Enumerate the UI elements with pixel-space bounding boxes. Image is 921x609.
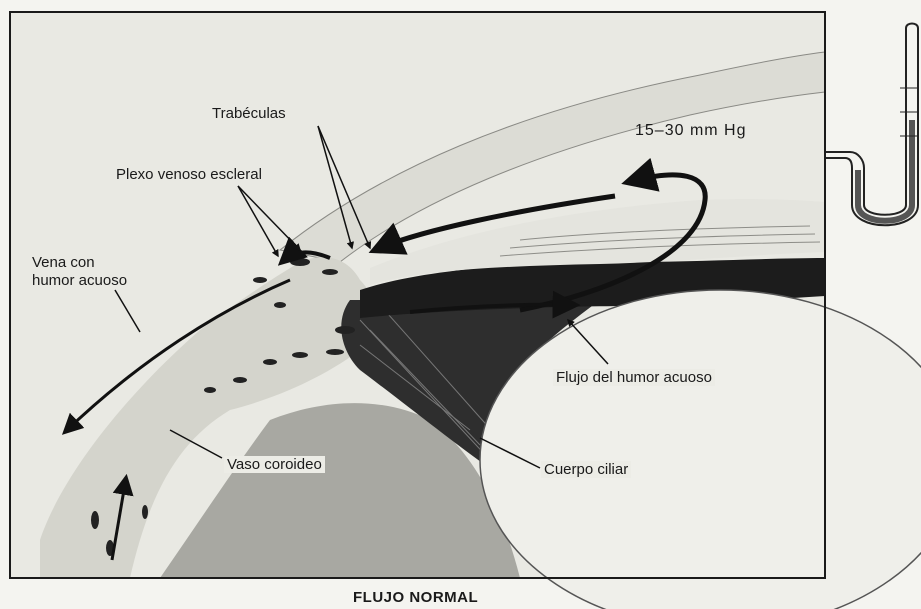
pressure-label: 15–30 mm Hg [635, 123, 747, 139]
figure-caption: FLUJO NORMAL [353, 590, 478, 605]
vaso-coroideo-label: Vaso coroideo [224, 456, 325, 473]
trabeculas-label: Trabéculas [212, 106, 286, 121]
manometer [825, 24, 918, 226]
vena-label-line1: Vena con [32, 255, 95, 270]
flujo-humor-label: Flujo del humor acuoso [553, 369, 715, 386]
cuerpo-ciliar-label: Cuerpo ciliar [541, 461, 631, 478]
plexo-venoso-label: Plexo venoso escleral [116, 167, 262, 182]
vena-label-line2: humor acuoso [32, 273, 127, 288]
